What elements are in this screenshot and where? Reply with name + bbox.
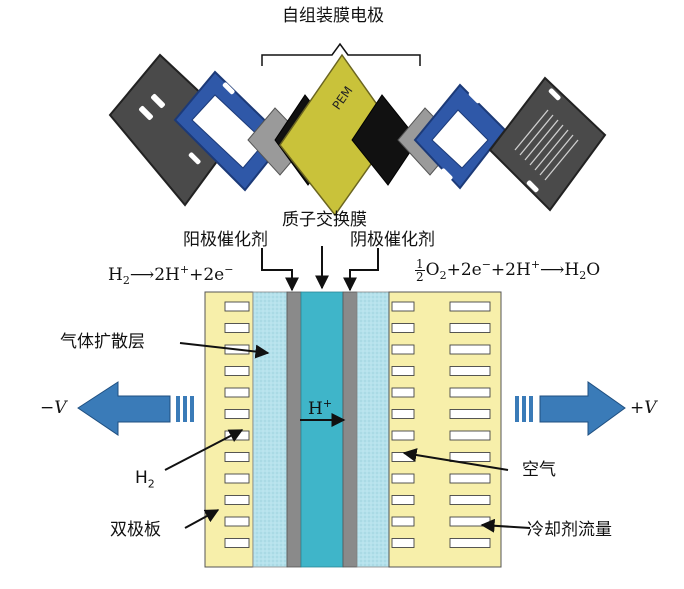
mea-bracket [261, 42, 421, 66]
coolant-channel [449, 495, 491, 505]
anode-channel [224, 301, 250, 312]
coolant-channel [449, 323, 491, 333]
coolant-channel [449, 538, 491, 548]
coolant-channel [449, 366, 491, 376]
coolant-channels [449, 301, 491, 548]
cathode-channel [391, 301, 415, 312]
coolant-channel [449, 387, 491, 398]
cathode-channel [391, 344, 415, 355]
left-catalyst-layer [286, 291, 302, 568]
proton-label: H+ [308, 397, 333, 419]
cathode-channel [391, 538, 415, 548]
exploded-stack [108, 53, 607, 217]
air-label: 空气 [522, 460, 556, 480]
coolant-channel [449, 473, 491, 484]
right-catalyst-layer [342, 291, 358, 568]
right-end-plate [488, 76, 607, 212]
anode-channel [224, 495, 250, 505]
h2-label: H2 [135, 468, 155, 491]
anode-channel [224, 323, 250, 333]
right-gas-channels [391, 301, 415, 548]
coolant-channel [449, 344, 491, 355]
anode-channel [224, 473, 250, 484]
membrane-label: 质子交换膜 [282, 210, 367, 230]
anode-channel [224, 409, 250, 419]
right-gdl [356, 291, 390, 568]
anode-channel [224, 366, 250, 376]
cell-cross-section [204, 291, 502, 568]
left-end-plate [108, 53, 242, 207]
membrane-layer [300, 291, 344, 568]
positive-voltage-label: +V [630, 398, 657, 418]
cathode-channel [391, 323, 415, 333]
coolant-channel [449, 430, 491, 441]
negative-voltage-label: −V [40, 398, 67, 418]
positive-terminal-arrow [515, 381, 626, 436]
anode-channel [224, 516, 250, 527]
cathode-channel [391, 409, 415, 419]
cathode-channel [391, 516, 415, 527]
anode-channel [224, 452, 250, 462]
anode-channel [224, 387, 250, 398]
coolant-channel [449, 452, 491, 462]
coolant-channel [449, 409, 491, 419]
negative-terminal-arrow [77, 381, 194, 436]
coolant-channel [449, 301, 491, 312]
cathode-channel [391, 366, 415, 376]
bipolar-plate-label: 双极板 [110, 520, 161, 540]
anode-catalyst-label: 阳极催化剂 [183, 230, 268, 250]
left-gdl [252, 291, 288, 568]
cathode-channel [391, 473, 415, 484]
cathode-channel [391, 430, 415, 441]
cathode-channel [391, 495, 415, 505]
pointer-arrows [164, 246, 531, 533]
mea-label: 自组装膜电极 [282, 6, 384, 26]
anode-equation: H2⟶2H++2e− [108, 263, 234, 287]
cathode-catalyst-label: 阴极催化剂 [350, 230, 435, 250]
anode-channel [224, 538, 250, 548]
coolant-label: 冷却剂流量 [527, 520, 612, 540]
gdl-label: 气体扩散层 [60, 332, 145, 352]
cathode-channel [391, 387, 415, 398]
left-frame [173, 70, 287, 192]
